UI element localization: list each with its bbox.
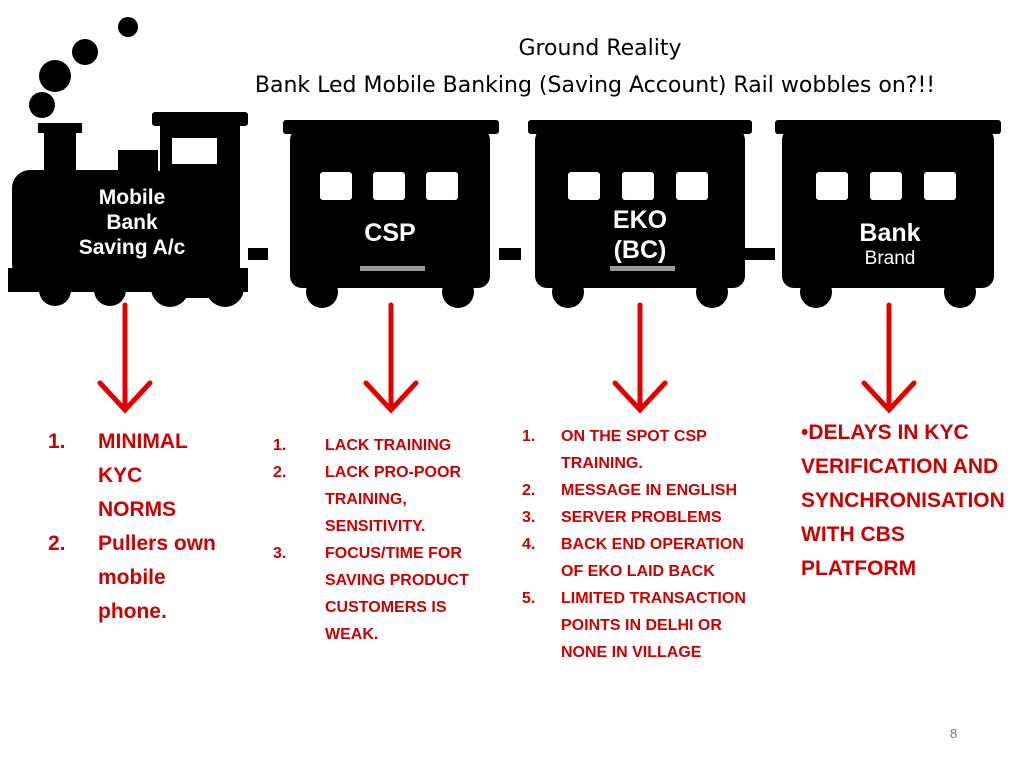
- arrow-down-icon: [97, 302, 153, 414]
- list-text: LACK TRAINING: [325, 437, 452, 454]
- csp-car-icon: [283, 120, 521, 308]
- list-text: FOCUS/TIME FOR SAVING PRODUCT CUSTOMERS …: [325, 545, 469, 643]
- train-diagram: [8, 17, 1001, 414]
- bank-car-icon: [775, 120, 1001, 308]
- eko-label-line2: (BC): [613, 236, 667, 264]
- list-text: ON THE SPOT CSP TRAINING.: [561, 428, 707, 472]
- slide-title: Ground Reality: [518, 36, 682, 61]
- arrow-down-icon: [612, 302, 668, 414]
- smoke-icon: [29, 17, 138, 118]
- list-number: 1.: [273, 437, 287, 454]
- eko-label-line1: EKO: [612, 206, 668, 234]
- list-text: LACK PRO-POOR TRAINING, SENSITIVITY.: [325, 464, 461, 535]
- list-number: 2.: [273, 464, 287, 481]
- list-number: 2.: [522, 482, 536, 499]
- list-text: MESSAGE IN ENGLISH: [561, 482, 738, 499]
- list-text: LIMITED TRANSACTION POINTS IN DELHI OR N…: [561, 590, 746, 661]
- bank-label-line1: Bank: [859, 219, 921, 247]
- list-item: 4. BACK END OPERATION OF EKO LAID BACK: [522, 531, 762, 585]
- eko-car-label: EKO (BC): [580, 205, 700, 265]
- engine-label-line3: Saving A/c: [78, 236, 186, 260]
- arrow-down-icon: [861, 302, 917, 414]
- list-item: 5. LIMITED TRANSACTION POINTS IN DELHI OR…: [522, 585, 762, 666]
- engine-label-line2: Bank: [106, 211, 158, 235]
- list-item: 1. MINIMAL KYC NORMS: [48, 425, 223, 527]
- list-number: 2.: [48, 532, 66, 555]
- list-number: 5.: [522, 590, 536, 607]
- list-item: 3. SERVER PROBLEMS: [522, 504, 762, 531]
- engine-icon: [8, 112, 268, 307]
- bank-car-label: Bank Brand: [830, 218, 950, 271]
- list-item: 3. FOCUS/TIME FOR SAVING PRODUCT CUSTOME…: [273, 540, 473, 648]
- list-number: 3.: [522, 509, 536, 526]
- eko-car-icon: [528, 120, 775, 308]
- list-text: BACK END OPERATION OF EKO LAID BACK: [561, 536, 744, 580]
- slide-subtitle: Bank Led Mobile Banking (Saving Account)…: [254, 73, 936, 98]
- list-number: 3.: [273, 545, 287, 562]
- list-number: 1.: [48, 430, 66, 453]
- list-item: 2. MESSAGE IN ENGLISH: [522, 477, 762, 504]
- engine-label: Mobile Bank Saving A/c: [62, 185, 202, 261]
- arrow-down-icon: [363, 302, 419, 414]
- list-text: MINIMAL KYC NORMS: [98, 430, 188, 521]
- list-item: 1. ON THE SPOT CSP TRAINING.: [522, 423, 762, 477]
- list-number: 4.: [522, 536, 536, 553]
- list-number: 1.: [522, 428, 536, 445]
- csp-car-label: CSP: [364, 219, 416, 247]
- list-item: 1. LACK TRAINING: [273, 432, 473, 459]
- list-text: SERVER PROBLEMS: [561, 509, 722, 526]
- bank-issue-text: •DELAYS IN KYC VERIFICATION AND SYNCHRON…: [801, 421, 1005, 580]
- list-item: 2. Pullers own mobile phone.: [48, 527, 223, 629]
- list-item: 2. LACK PRO-POOR TRAINING, SENSITIVITY.: [273, 459, 473, 540]
- engine-issues-list: 1. MINIMAL KYC NORMS 2. Pullers own mobile…: [48, 425, 223, 629]
- bank-label-line2: Brand: [864, 248, 916, 269]
- engine-label-line1: Mobile: [98, 186, 166, 209]
- eko-issues-list: 1. ON THE SPOT CSP TRAINING. 2. MESSAGE IN…: [522, 423, 762, 666]
- list-text: Pullers own mobile phone.: [98, 532, 216, 623]
- engine-window-icon: [172, 138, 217, 164]
- page-number: 8: [950, 726, 958, 741]
- csp-issues-list: 1. LACK TRAINING 2. LACK PRO-POOR TRAINING…: [273, 432, 473, 648]
